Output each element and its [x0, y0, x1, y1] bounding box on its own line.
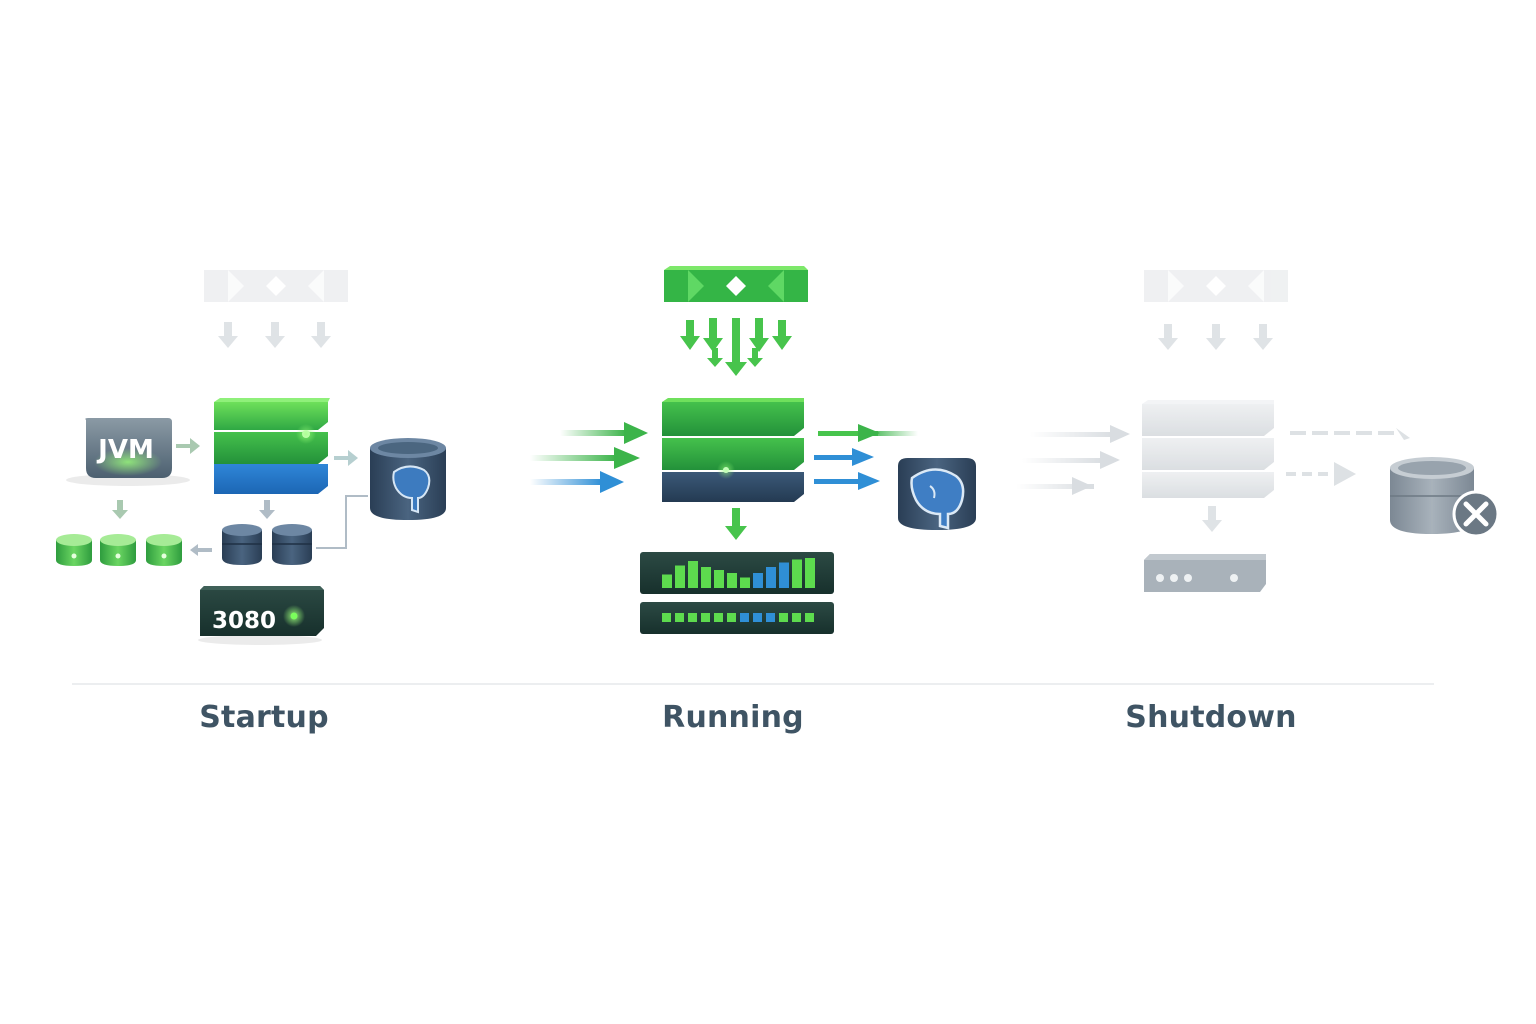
disconnected-database-icon [1390, 457, 1500, 538]
postgres-database-icon [370, 438, 446, 520]
disk-icon [56, 534, 92, 566]
port-device: 3080 [198, 586, 324, 645]
throughput-bar [727, 573, 737, 588]
activity-led [701, 613, 710, 622]
throughput-bar [766, 567, 776, 588]
stopped-device [1144, 554, 1266, 592]
application-server-stack [214, 398, 330, 494]
connector-line [316, 495, 368, 549]
activity-led [805, 613, 814, 622]
draining-request-arrows [1016, 425, 1130, 495]
load-balancer-icon [664, 266, 808, 302]
activity-led [675, 613, 684, 622]
server-layer-bottom [1142, 472, 1274, 498]
arrow-icon [112, 500, 128, 519]
activity-led [740, 613, 749, 622]
server-layer-middle [1142, 438, 1274, 470]
disk-icon [100, 534, 136, 566]
load-balancer-icon [204, 270, 348, 302]
throughput-bar [779, 562, 789, 588]
shutdown-phase [1016, 270, 1500, 592]
arrow-icon [334, 450, 358, 466]
application-server-stack [662, 398, 804, 502]
throughput-bars [662, 558, 815, 588]
cache-disks [56, 534, 182, 566]
server-layer-top [662, 402, 804, 436]
throughput-bar [805, 558, 815, 588]
activity-led [688, 613, 697, 622]
throughput-bar [740, 577, 750, 588]
load-balancer-icon [1144, 270, 1288, 302]
throughput-bar [753, 573, 763, 588]
postgres-database-icon [898, 458, 976, 530]
phase-label-startup: Startup [199, 700, 329, 735]
activity-led [779, 613, 788, 622]
running-phase [530, 266, 976, 634]
arrow-icon [1202, 506, 1222, 532]
port-label: 3080 [212, 608, 276, 634]
throughput-bar [714, 570, 724, 588]
server-layer-bottom [662, 472, 804, 502]
db-query-arrows [814, 424, 918, 490]
startup-phase: JVM [56, 270, 446, 645]
server-layer-top [214, 398, 330, 430]
activity-led [727, 613, 736, 622]
incoming-arrows-icon [218, 322, 331, 348]
throughput-bar [662, 574, 672, 588]
disk-icon [272, 524, 312, 565]
incoming-traffic-arrows-icon [680, 318, 792, 376]
activity-indicator-panel [640, 602, 834, 634]
disk-icon [222, 524, 262, 565]
arrow-icon [176, 438, 200, 454]
server-layer-middle [662, 438, 804, 470]
phase-label-running: Running [662, 700, 804, 735]
activity-leds [662, 613, 814, 622]
throughput-monitor [640, 552, 834, 594]
throughput-bar [675, 565, 685, 588]
application-server-stack [1142, 400, 1274, 498]
connection-pool-disks [222, 524, 312, 565]
close-icon [1452, 490, 1500, 538]
activity-led [662, 613, 671, 622]
activity-led [766, 613, 775, 622]
jvm-chip: JVM [66, 418, 190, 486]
throughput-bar [688, 561, 698, 588]
request-arrows [530, 422, 648, 493]
activity-led [753, 613, 762, 622]
arrow-icon [259, 500, 275, 519]
closing-connection-arrows [1286, 428, 1410, 486]
disk-icon [146, 534, 182, 566]
server-layer-top [1142, 404, 1274, 436]
activity-led [792, 613, 801, 622]
arrow-icon [190, 544, 212, 556]
server-layer-bottom [214, 464, 328, 494]
throughput-bar [701, 567, 711, 588]
throughput-bar [792, 559, 802, 588]
activity-led [714, 613, 723, 622]
incoming-arrows-icon [1158, 324, 1273, 350]
jvm-label: JVM [96, 435, 154, 465]
phase-label-shutdown: Shutdown [1125, 700, 1297, 735]
arrow-icon [725, 508, 747, 540]
